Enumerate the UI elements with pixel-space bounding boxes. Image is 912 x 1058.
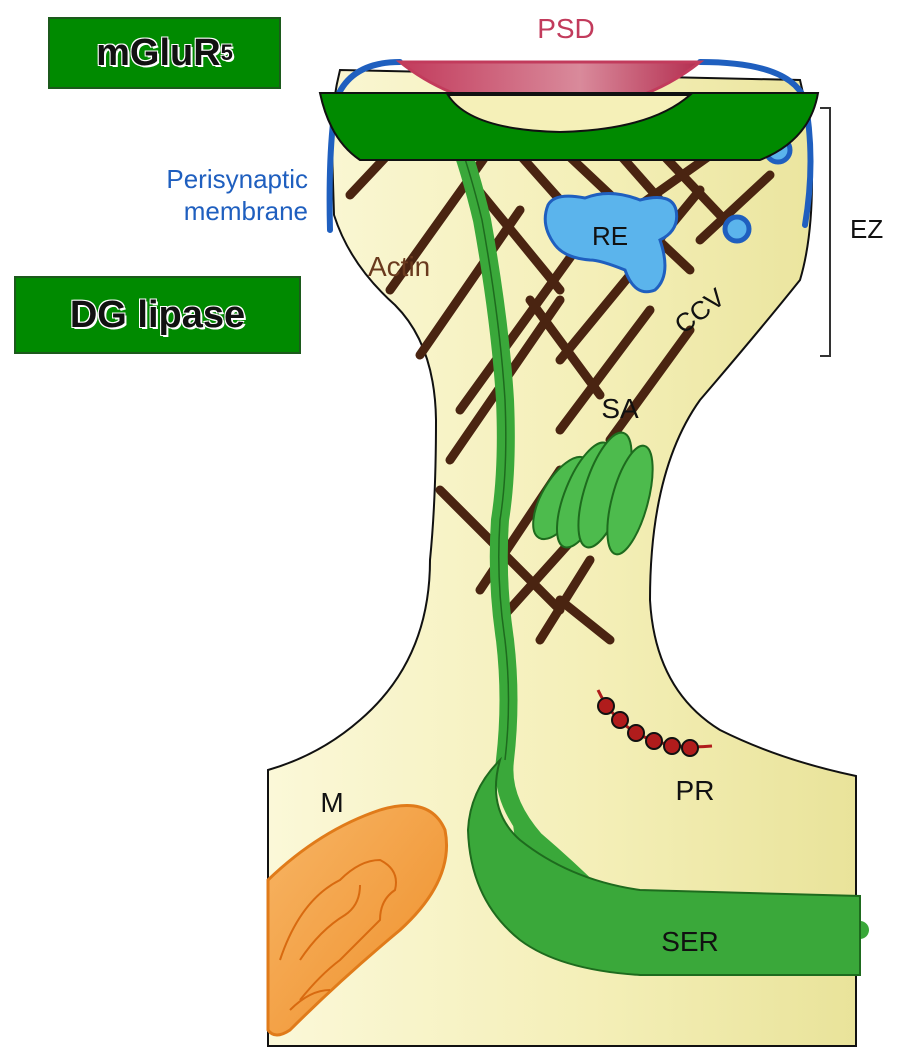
pr-label: PR xyxy=(676,775,715,806)
psd-label: PSD xyxy=(537,13,595,44)
sa-label: SA xyxy=(601,393,639,424)
ser-label: SER xyxy=(661,926,719,957)
perisynaptic-label-line2: membrane xyxy=(184,196,308,226)
ez-bracket xyxy=(820,108,830,356)
re-label: RE xyxy=(592,221,628,251)
ez-label: EZ xyxy=(850,214,883,244)
mglur5-text: mGluR xyxy=(96,32,221,75)
m-label: M xyxy=(320,787,343,818)
mglur5-subscript: 5 xyxy=(221,40,233,66)
perisynaptic-label-line1: Perisynaptic xyxy=(166,164,308,194)
dg-lipase-badge: DG lipase xyxy=(14,276,301,354)
dg-lipase-text: DG lipase xyxy=(70,294,245,337)
actin-label: Actin xyxy=(368,251,430,282)
